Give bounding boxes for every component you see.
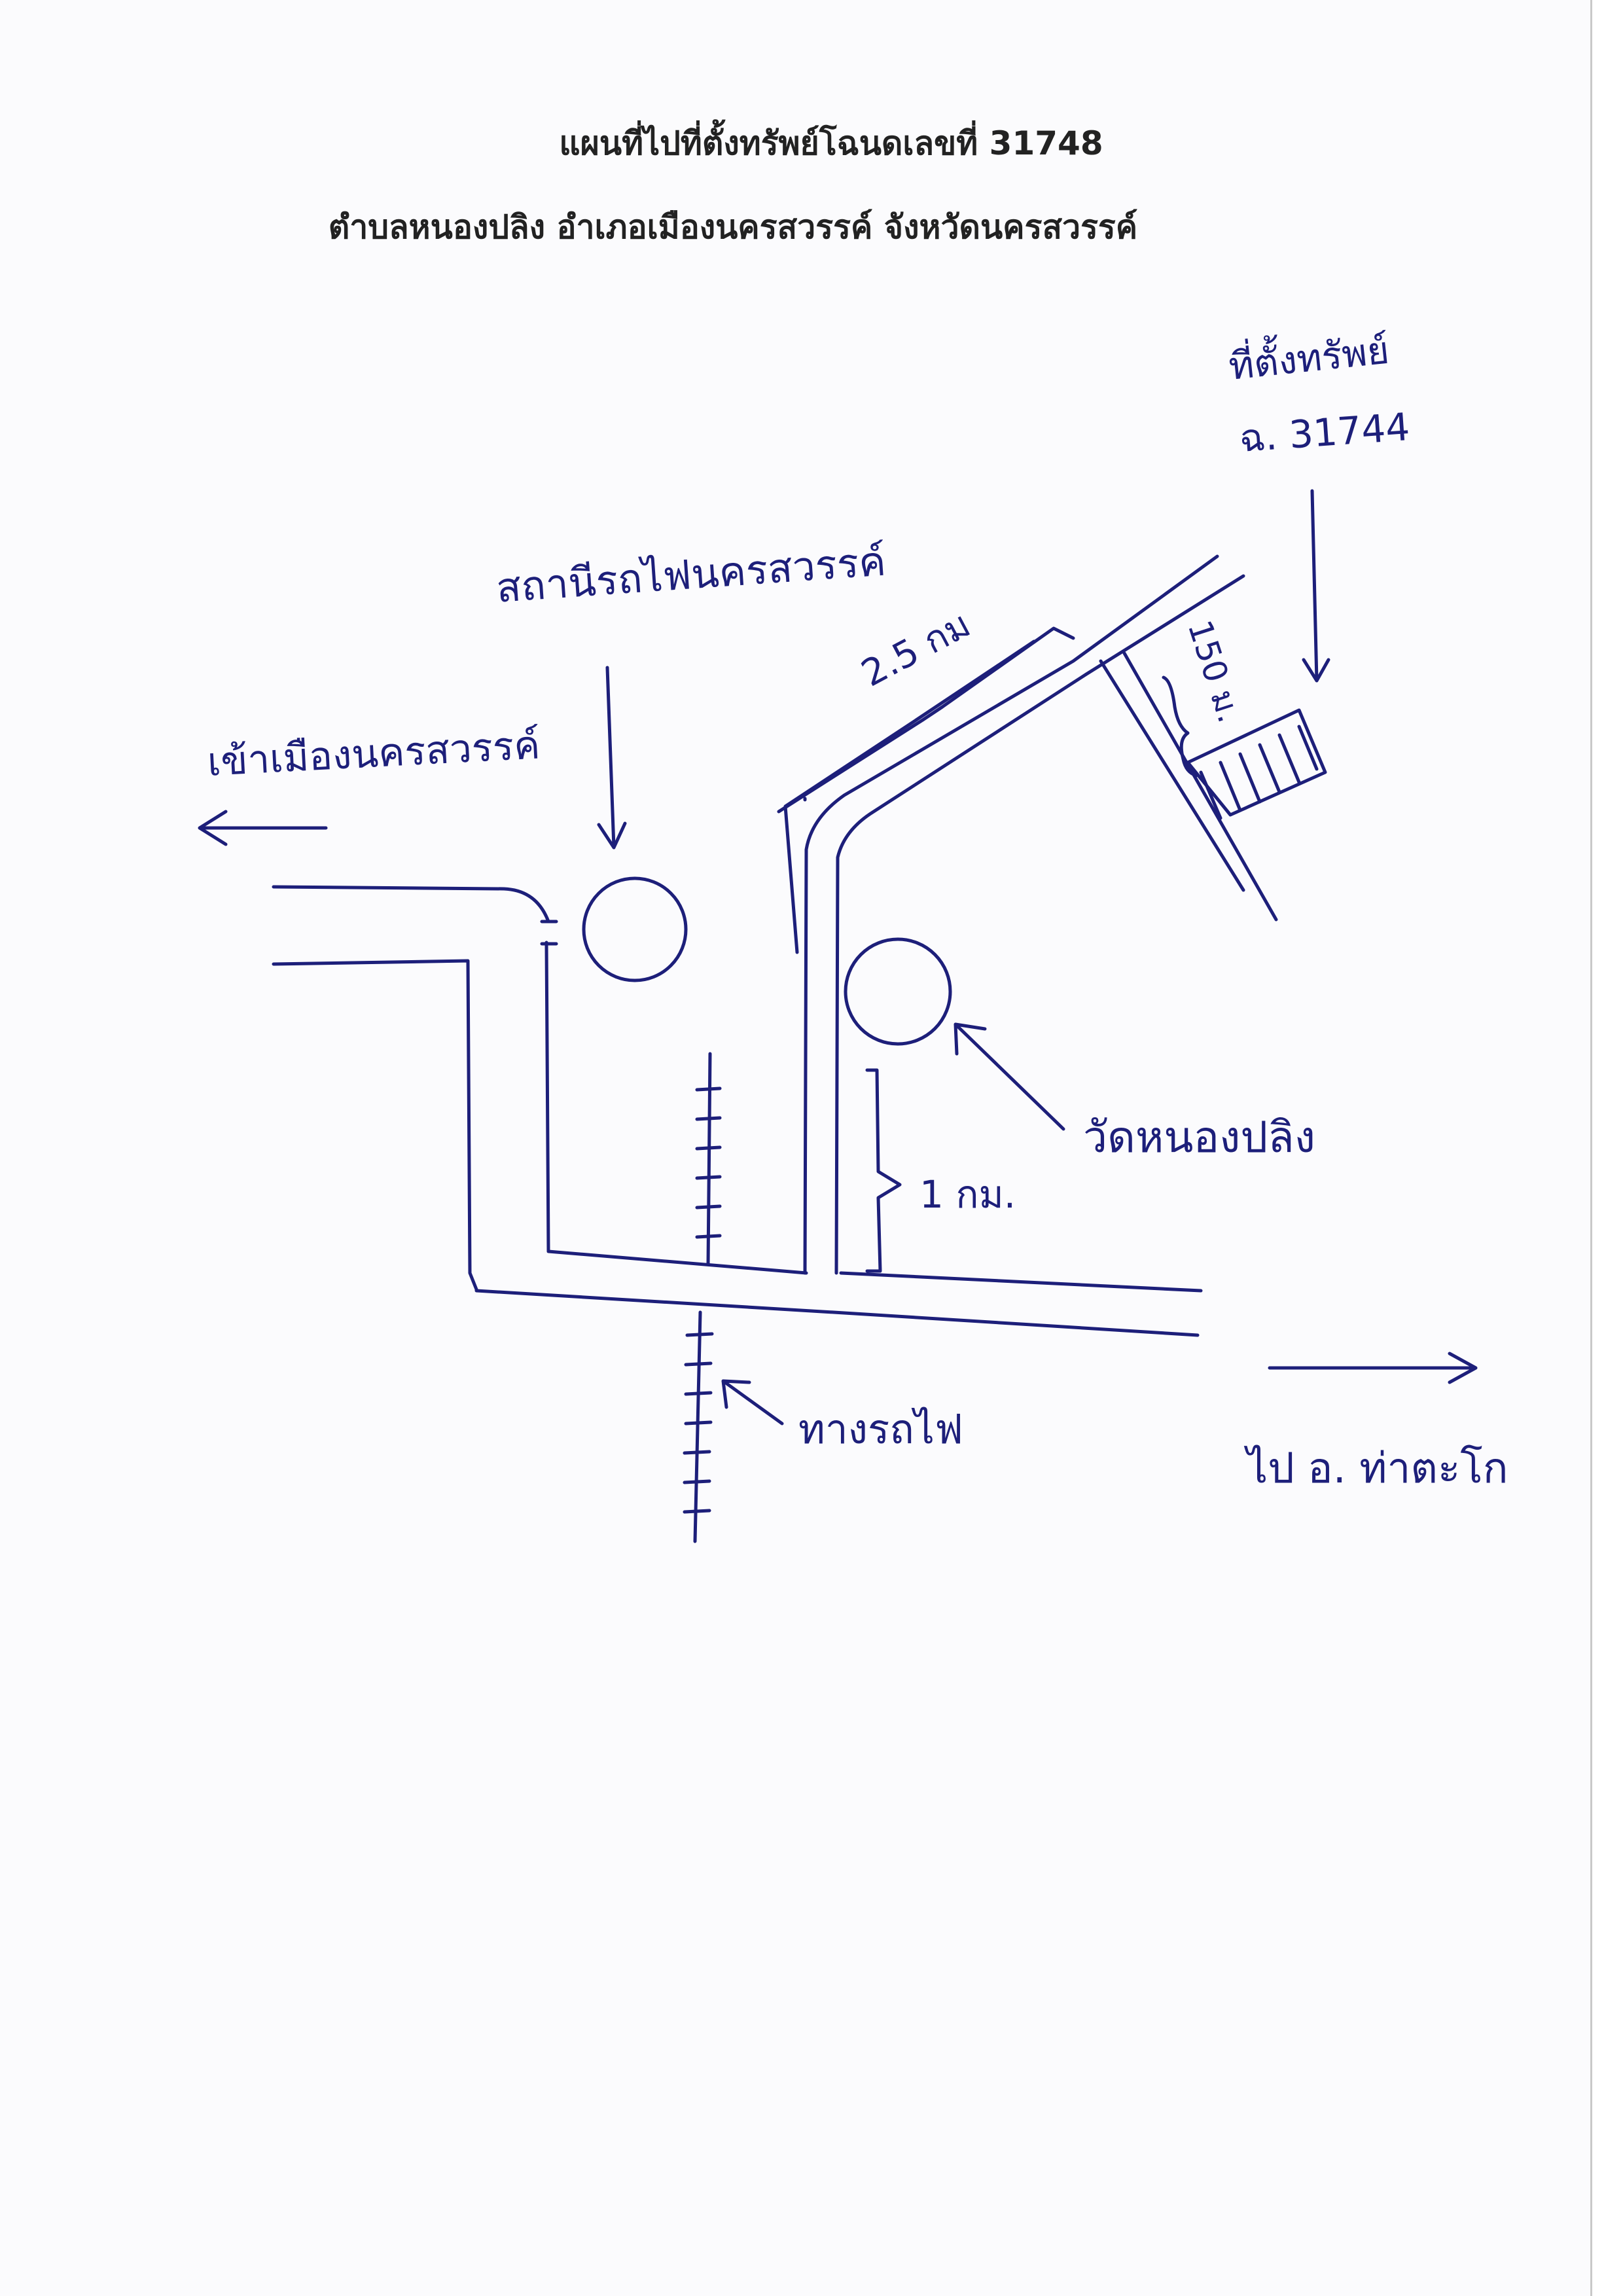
label-to-tha-tako: ไป อ. ท่าตะโก	[1243, 1444, 1508, 1493]
road-to-city-lower-edge	[272, 959, 478, 1291]
road-diagonal-outer-edge	[783, 639, 1036, 954]
label-distance-2-5km: 2.5 กม	[855, 603, 977, 696]
label-distance-1km: 1 กม.	[919, 1172, 1016, 1217]
side-road-upper-edge	[1099, 659, 1245, 892]
arrow-to-city	[198, 810, 328, 846]
map-subtitle-location: ตำบลหนองปลิง อำเภอเมืองนครสวรรค์ จังหวัด…	[328, 208, 1138, 246]
arrow-to-temple	[954, 1022, 1065, 1131]
property-hatching	[1199, 725, 1319, 820]
railway-lower-ties	[683, 1332, 714, 1514]
railway-lower	[693, 1310, 702, 1543]
property-parcel	[1186, 708, 1327, 817]
railway-upper-ties	[695, 1086, 722, 1239]
label-to-city: เข้าเมืองนครสวรรค์	[206, 722, 541, 785]
label-deed-number: ฉ. 31744	[1238, 404, 1411, 461]
road-diagonal-right-edge	[834, 574, 1245, 1275]
station-circle	[582, 876, 688, 982]
bracket-150m	[1162, 675, 1198, 778]
road-bottom-upper-edge	[839, 1271, 1203, 1293]
bracket-1km	[865, 1068, 902, 1273]
road-bottom-lower-edge	[474, 1289, 1200, 1337]
label-railway-station: สถานีรถไฟนครสวรรค์	[495, 537, 887, 612]
road-to-city-upper-edge	[272, 885, 550, 924]
side-road-lower-edge	[1122, 651, 1278, 922]
bracket-2-5km	[777, 626, 1075, 814]
road-diagonal-left-edge	[803, 554, 1219, 1275]
label-temple: วัดหนองปลิง	[1083, 1112, 1315, 1162]
arrow-to-station	[597, 666, 627, 850]
arrow-to-property	[1302, 489, 1330, 683]
temple-circle	[844, 937, 952, 1046]
paper-edge	[1590, 0, 1623, 2296]
paper-sheet	[0, 0, 1590, 2296]
label-property-location: ที่ตั้งทรัพย์	[1226, 323, 1391, 389]
map-title: แผนที่ไปที่ตั้งทรัพย์โฉนดเลขที่ 31748	[559, 124, 1103, 162]
arrow-to-tha-tako	[1268, 1352, 1478, 1384]
junction-mark	[540, 920, 558, 946]
label-railway: ทางรถไฟ	[798, 1405, 963, 1453]
arrow-to-railway	[721, 1379, 784, 1426]
label-distance-150m: 150 ม.	[1181, 616, 1249, 727]
road-station-inner-edge	[544, 941, 808, 1275]
railway-upper	[706, 1052, 712, 1266]
